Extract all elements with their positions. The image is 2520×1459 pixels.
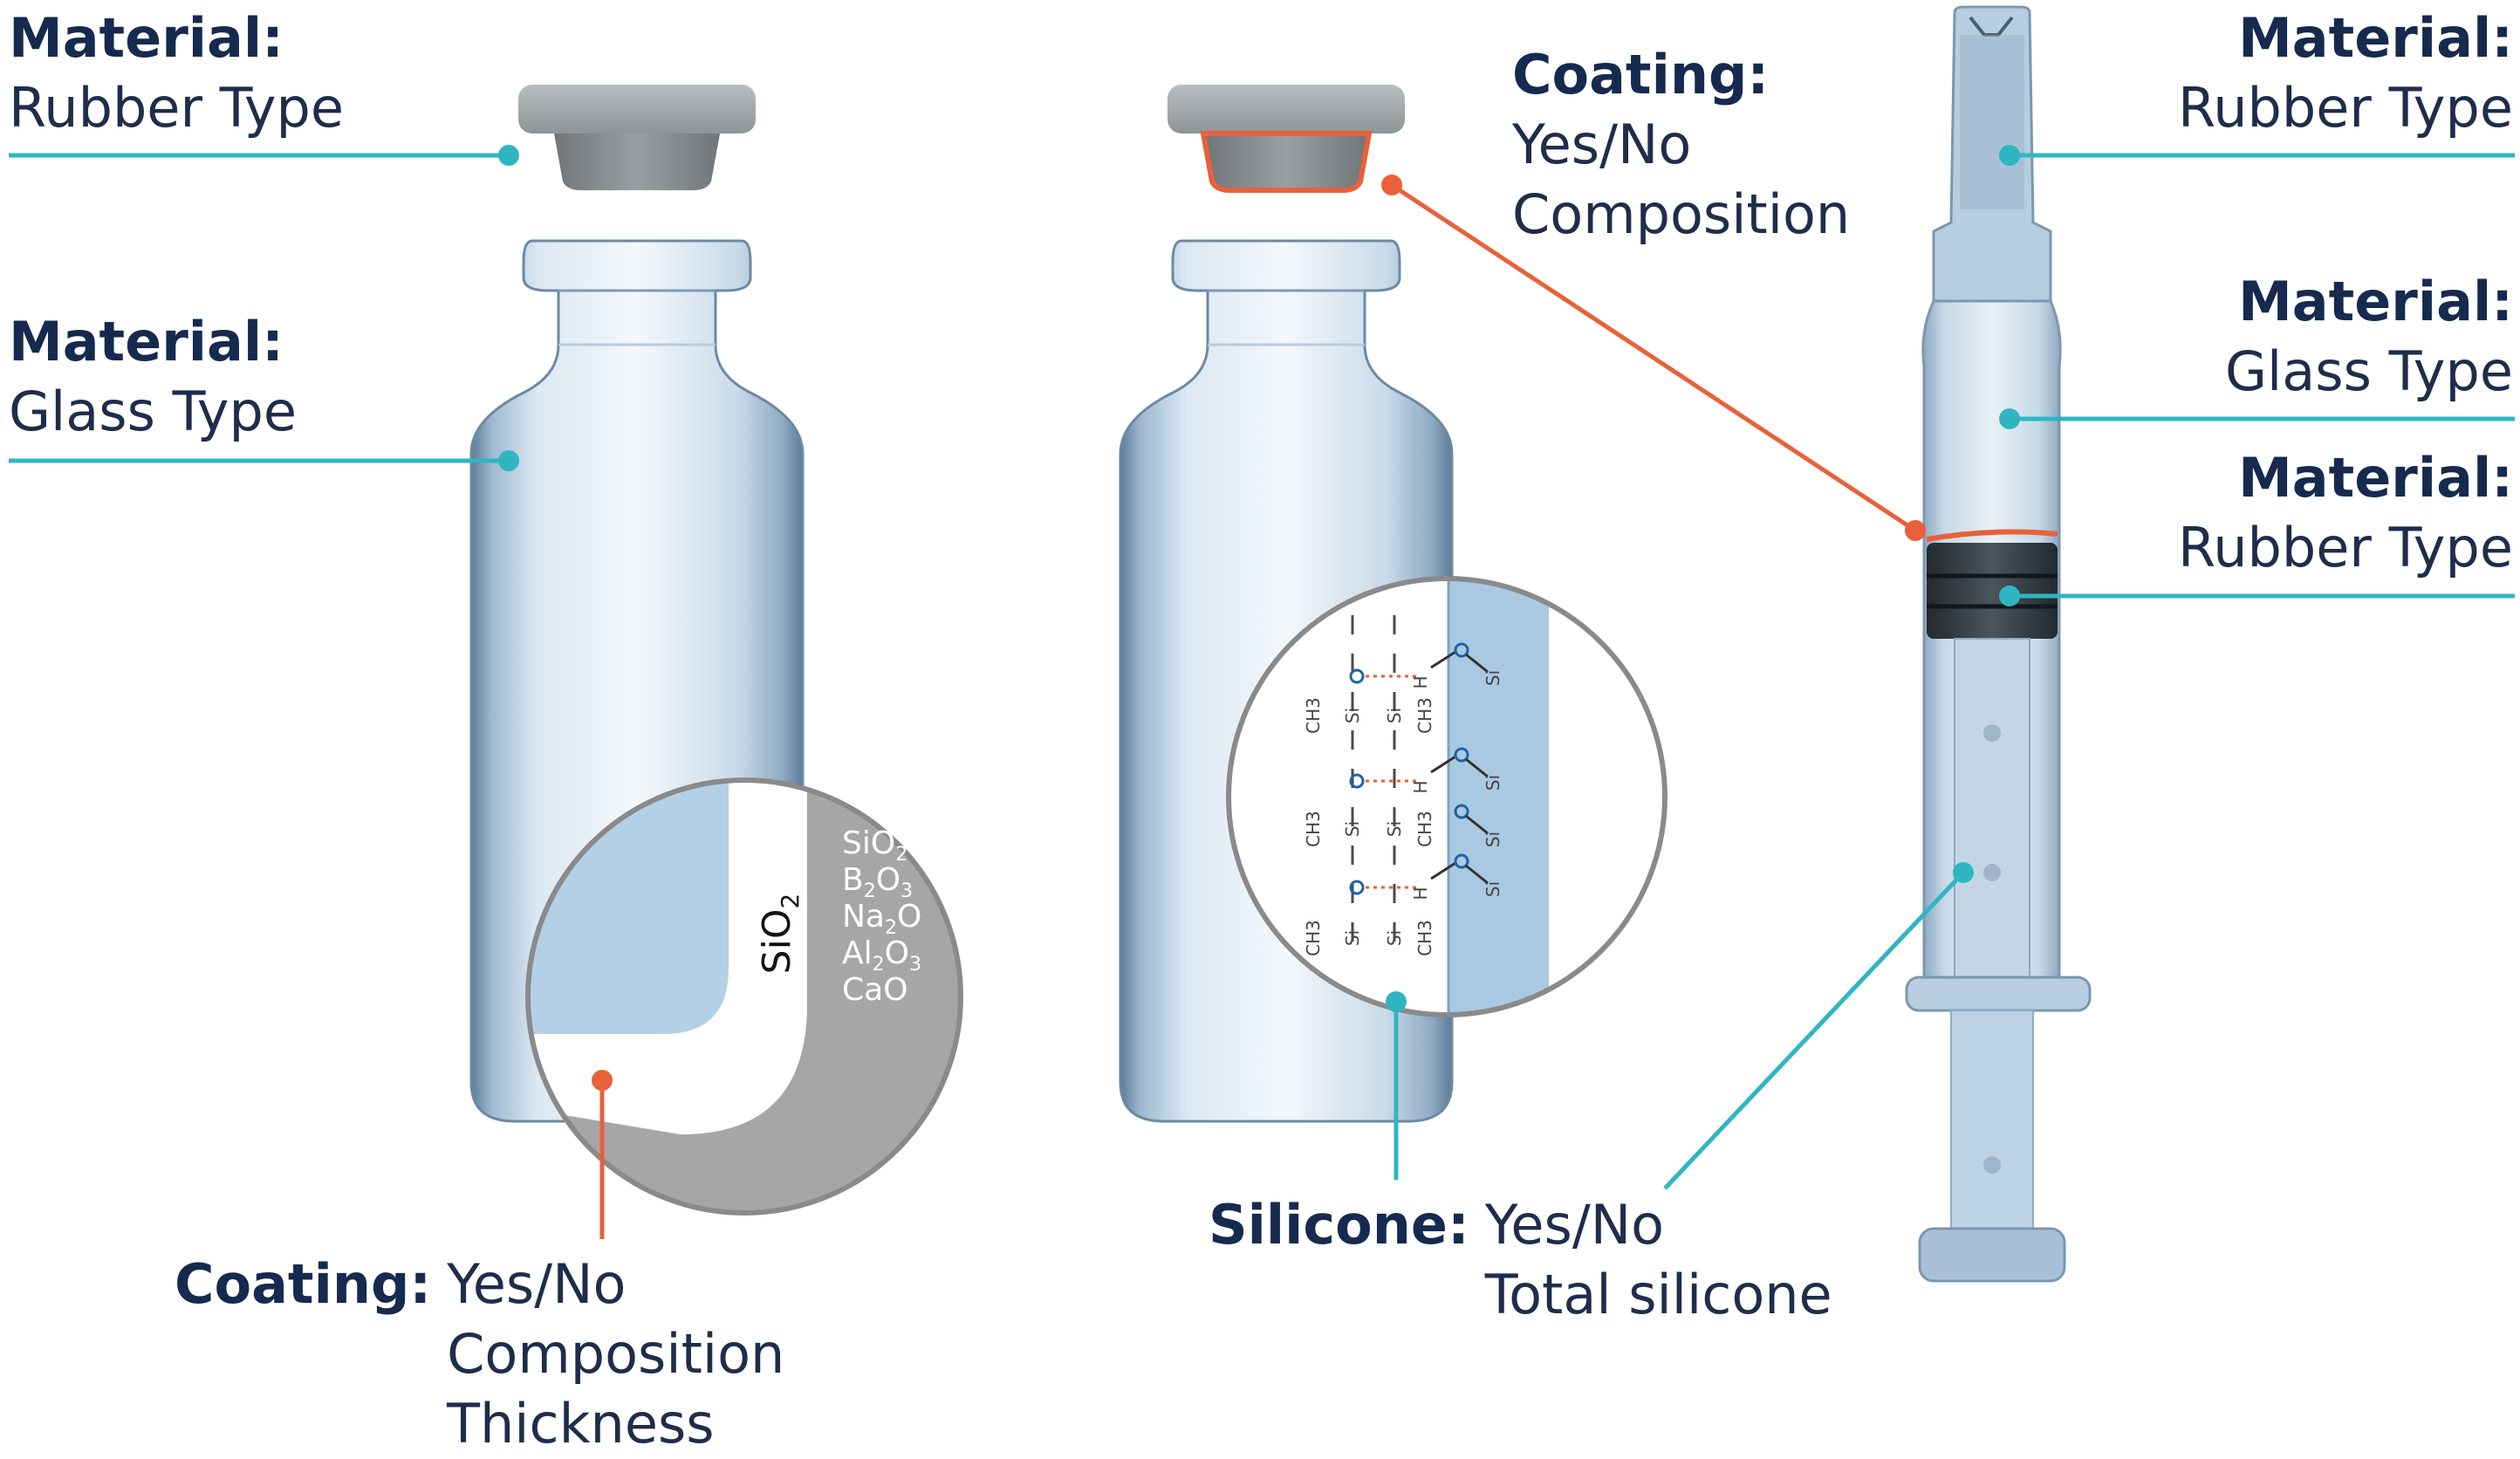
- syringe-finger-flange: [1907, 977, 2090, 1010]
- vial-2-silicone-label: Silicone: Yes/No Total silicone: [1209, 1190, 1832, 1330]
- syringe-thumb-press: [1920, 1229, 2065, 1281]
- syringe-cap-label: Material: Rubber Type: [2178, 3, 2513, 143]
- syringe-plunger-text: Rubber Type: [2178, 513, 2513, 583]
- surface-silicon-2: Si: [1483, 881, 1503, 897]
- silicon-atom-left-0: Si: [1342, 708, 1363, 723]
- glass-component-4: CaO: [842, 972, 908, 1008]
- vial-1-coating-line-3: Thickness: [447, 1389, 784, 1459]
- methyl-group-right-1: CH3: [1414, 811, 1435, 847]
- vial-2-coating-label: Coating: Yes/No Composition: [1512, 40, 1850, 250]
- vial-1-stopper-plug: [554, 134, 720, 190]
- vial-1-coating-line-1: Yes/No: [447, 1250, 784, 1319]
- vial-1-coating-line-2: Composition: [447, 1319, 784, 1389]
- hydrogen-atom-2: H: [1410, 887, 1431, 900]
- hydrogen-atom-0: H: [1410, 675, 1431, 688]
- surface-silicon-extra: Si: [1483, 832, 1503, 847]
- silicon-atom-right-1: Si: [1384, 821, 1405, 837]
- glass-component-2: Na2O: [842, 899, 921, 939]
- syringe-plunger-stopper: [1927, 543, 2058, 639]
- vial-2-coating-heading: Coating:: [1512, 40, 1850, 110]
- methyl-group-left-2: CH3: [1303, 920, 1324, 956]
- methyl-group-left-0: CH3: [1303, 697, 1324, 734]
- methyl-group-right-2: CH3: [1414, 920, 1435, 956]
- vial-2-stopper-plug: [1203, 134, 1369, 190]
- vial-1-stopper-label: Material: Rubber Type: [9, 3, 344, 143]
- vial-1-stopper-heading: Material:: [9, 3, 344, 73]
- syringe-plunger-label: Material: Rubber Type: [2178, 443, 2513, 583]
- surface-silicon-1: Si: [1483, 775, 1503, 791]
- vial-1-coating-heading: Coating:: [175, 1250, 431, 1319]
- surface-silicon-0: Si: [1483, 670, 1503, 686]
- syringe-cap-heading: Material:: [2178, 3, 2513, 73]
- syringe: [1907, 7, 2090, 1281]
- silicon-atom-left-1: Si: [1342, 821, 1363, 837]
- vial-2-coating-line-1: Yes/No: [1512, 110, 1850, 180]
- syringe-barrel-text: Glass Type: [2225, 337, 2513, 407]
- hydrogen-atom-1: H: [1410, 780, 1431, 793]
- methyl-group-right-0: CH3: [1414, 697, 1435, 734]
- vial-1-stopper-text: Rubber Type: [9, 73, 344, 143]
- vial-1-stopper-cap: [518, 85, 756, 134]
- vial-1-coating-label: Coating: Yes/No Composition Thickness: [175, 1250, 784, 1459]
- vial-2-coating-line-2: Composition: [1512, 180, 1850, 250]
- syringe-cap-text: Rubber Type: [2178, 73, 2513, 143]
- vial-1-glass-heading: Material:: [9, 307, 297, 377]
- silicon-atom-right-2: Si: [1384, 930, 1405, 946]
- syringe-barrel-heading: Material:: [2225, 267, 2513, 337]
- glass-component-0: SiO2: [842, 825, 907, 866]
- vial-2-stopper-cap: [1168, 85, 1405, 134]
- syringe-plunger-rod: [1955, 639, 2030, 979]
- vial-1-glass-text: Glass Type: [9, 377, 297, 447]
- vial-2-silicone-line-1: Yes/No: [1485, 1190, 1832, 1260]
- silicon-atom-left-2: Si: [1342, 930, 1363, 946]
- vial-2-silicone-line-2: Total silicone: [1485, 1260, 1832, 1330]
- syringe-barrel-label: Material: Glass Type: [2225, 267, 2513, 407]
- silicon-atom-right-0: Si: [1384, 708, 1405, 723]
- vial-1-glass-label: Material: Glass Type: [9, 307, 297, 447]
- vial-2-silicone-heading: Silicone:: [1209, 1190, 1469, 1260]
- methyl-group-left-1: CH3: [1303, 811, 1324, 847]
- syringe-plunger-heading: Material:: [2178, 443, 2513, 513]
